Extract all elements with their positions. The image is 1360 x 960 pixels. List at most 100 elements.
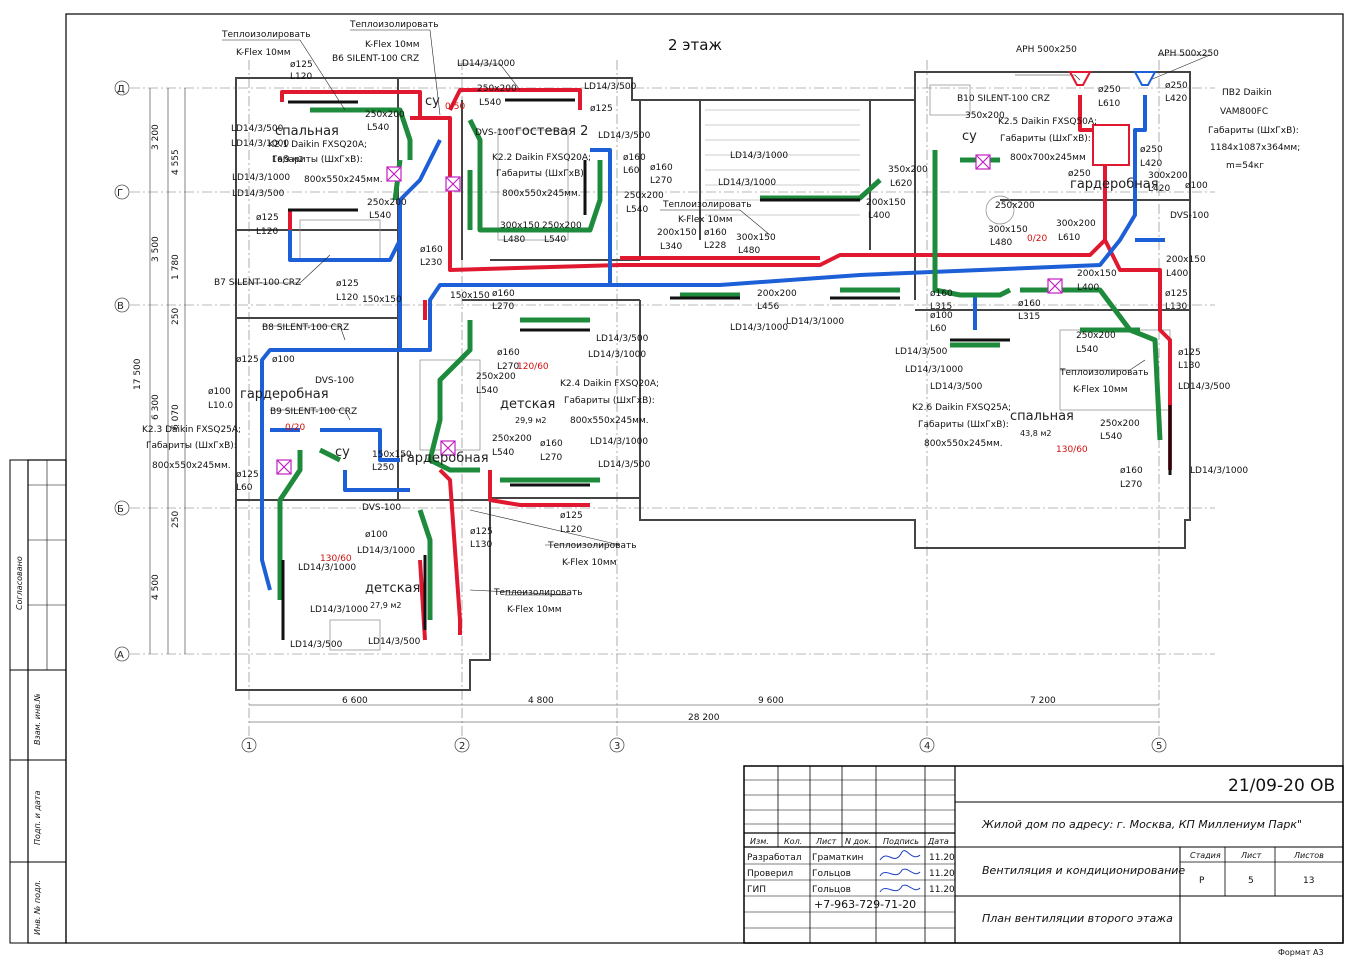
size-29l: L130 bbox=[1165, 302, 1187, 312]
room-kids1-name: детская bbox=[500, 397, 555, 412]
side-inv-podl: Инв. № подл. bbox=[33, 880, 42, 935]
tb-role-1: Разработал bbox=[747, 853, 802, 863]
ld-17: LD14/3/500 bbox=[1178, 382, 1231, 392]
size-27l: L400 bbox=[1166, 269, 1188, 279]
dim-left-in-1: 4 555 bbox=[171, 149, 181, 175]
size-49: 250x200 bbox=[476, 372, 516, 382]
size-34: ø160 bbox=[1018, 299, 1041, 309]
axis-col-5: 5 bbox=[1156, 741, 1162, 752]
size-3: 250x200 bbox=[367, 198, 407, 208]
size-14: 300x150 bbox=[736, 233, 776, 243]
room-bed1-name: спальная bbox=[275, 124, 339, 139]
eq-k22: K2.2 Daikin FXSQ20A; bbox=[492, 153, 591, 163]
building-walls bbox=[235, 71, 1191, 691]
size-23l: L420 bbox=[1165, 94, 1187, 104]
dim-left-1: 3 200 bbox=[151, 124, 161, 150]
ld-16: LD14/3/500 bbox=[930, 382, 983, 392]
size-1l: L120 bbox=[290, 72, 312, 82]
size-9: 250x200 bbox=[624, 191, 664, 201]
flow-4: 130/60 bbox=[320, 554, 352, 564]
side-agreed: Согласовано bbox=[15, 556, 24, 610]
size-28l: L400 bbox=[1077, 283, 1099, 293]
size-2l: L540 bbox=[367, 123, 389, 133]
room-bed1-area: 16,9 м2 bbox=[272, 155, 303, 164]
size-48l: L270 bbox=[497, 362, 519, 372]
ld-6: LD14/3/500 bbox=[584, 82, 637, 92]
size-24: ø250 bbox=[1140, 145, 1163, 155]
tb-col-sign: Подпись bbox=[883, 837, 919, 846]
size-38: ø125 bbox=[336, 279, 359, 289]
ld-8: LD14/3/1000 bbox=[730, 151, 788, 161]
ld-5: LD14/3/1000 bbox=[457, 59, 515, 69]
size-4: ø125 bbox=[256, 213, 279, 223]
size-12: 200x150 bbox=[657, 228, 697, 238]
size-31: 250x200 bbox=[1076, 331, 1116, 341]
size-15l: L456 bbox=[757, 302, 779, 312]
ld-15: LD14/3/1000 bbox=[905, 365, 963, 375]
size-6: ø125 bbox=[590, 104, 613, 114]
axis-col-4: 4 bbox=[924, 741, 930, 752]
size-30l: L130 bbox=[1178, 361, 1200, 371]
tb-name-2: Гольцов bbox=[812, 869, 851, 879]
size-38l: L120 bbox=[336, 293, 358, 303]
size-8l: L270 bbox=[650, 176, 672, 186]
eq-k25-dims: Габариты (ШхГхВ): bbox=[1000, 134, 1091, 144]
size-25: ø250 bbox=[1068, 169, 1091, 179]
size-2: 250x200 bbox=[365, 110, 405, 120]
size-34l: L315 bbox=[1018, 312, 1040, 322]
size-51l: L270 bbox=[540, 453, 562, 463]
title-block bbox=[743, 765, 1344, 944]
size-15: 200x200 bbox=[757, 289, 797, 299]
dim-bottom-4: 7 200 bbox=[1030, 696, 1056, 706]
size-37: ø100 bbox=[1185, 181, 1208, 191]
staircase bbox=[705, 109, 860, 216]
ld-14: LD14/3/500 bbox=[895, 347, 948, 357]
dim-left-in-2: 1 780 bbox=[171, 254, 181, 280]
ld-25: LD14/3/500 bbox=[368, 637, 421, 647]
dvs-3: DVS-100 bbox=[362, 503, 401, 513]
dvs-4: DVS-100 bbox=[1170, 211, 1209, 221]
room-bed2-area: 43,8 м2 bbox=[1020, 429, 1051, 438]
size-18: 350x200 bbox=[965, 111, 1005, 121]
axis-row-a: А bbox=[117, 650, 124, 661]
eq-k24: K2.4 Daikin FXSQ20A; bbox=[560, 379, 659, 389]
tb-stage: Р bbox=[1199, 876, 1205, 886]
size-21l: L610 bbox=[1058, 233, 1080, 243]
ld-13: LD14/3/1000 bbox=[588, 350, 646, 360]
eq-k24-size: 800x550x245мм. bbox=[570, 416, 649, 426]
tb-stage-label: Стадия bbox=[1190, 851, 1221, 860]
size-53l: L130 bbox=[470, 540, 492, 550]
dvs-1: DVS-100 bbox=[475, 128, 514, 138]
size-36: ø100 bbox=[930, 311, 953, 321]
size-54: ø100 bbox=[365, 530, 388, 540]
size-26l: L420 bbox=[1148, 184, 1170, 194]
eq-k23-size: 800x550x245мм. bbox=[152, 461, 231, 471]
tb-phone: +7-963-729-71-20 bbox=[814, 898, 916, 911]
room-bed2-name: спальная bbox=[1010, 409, 1074, 424]
eq-b7: B7 SILENT-100 CRZ bbox=[214, 278, 301, 288]
dim-left-2: 3 500 bbox=[151, 236, 161, 262]
tb-sheet-label: Лист bbox=[1240, 851, 1262, 860]
size-40: ø125 bbox=[236, 355, 259, 365]
slot-diffusers bbox=[281, 98, 1172, 640]
note-insulate-4: Теплоизолировать bbox=[547, 541, 637, 551]
dim-bottom-1: 6 600 bbox=[342, 696, 368, 706]
ld-23: LD14/3/1000 bbox=[310, 605, 368, 615]
size-29: ø125 bbox=[1165, 289, 1188, 299]
size-46: 150x150 bbox=[450, 291, 490, 301]
size-3l: L540 bbox=[369, 211, 391, 221]
size-41: ø100 bbox=[272, 355, 295, 365]
note-kflex-4: K-Flex 10мм bbox=[562, 558, 616, 568]
size-11: 250x200 bbox=[542, 221, 582, 231]
tb-date-3: 11.20 bbox=[929, 885, 955, 895]
tb-col-izm: Изм. bbox=[750, 837, 769, 846]
eq-b10: B10 SILENT-100 CRZ bbox=[957, 94, 1050, 104]
tb-name-3: Гольцов bbox=[812, 885, 851, 895]
size-9l: L540 bbox=[626, 205, 648, 215]
eq-k26-dims: Габариты (ШхГхВ): bbox=[918, 420, 1009, 430]
room-kids2-area: 27,9 м2 bbox=[370, 601, 401, 610]
size-16: 350x200 bbox=[888, 165, 928, 175]
size-53: ø125 bbox=[470, 527, 493, 537]
dim-left-3: 250 bbox=[171, 308, 181, 325]
ld-1: LD14/3/500 bbox=[231, 124, 284, 134]
